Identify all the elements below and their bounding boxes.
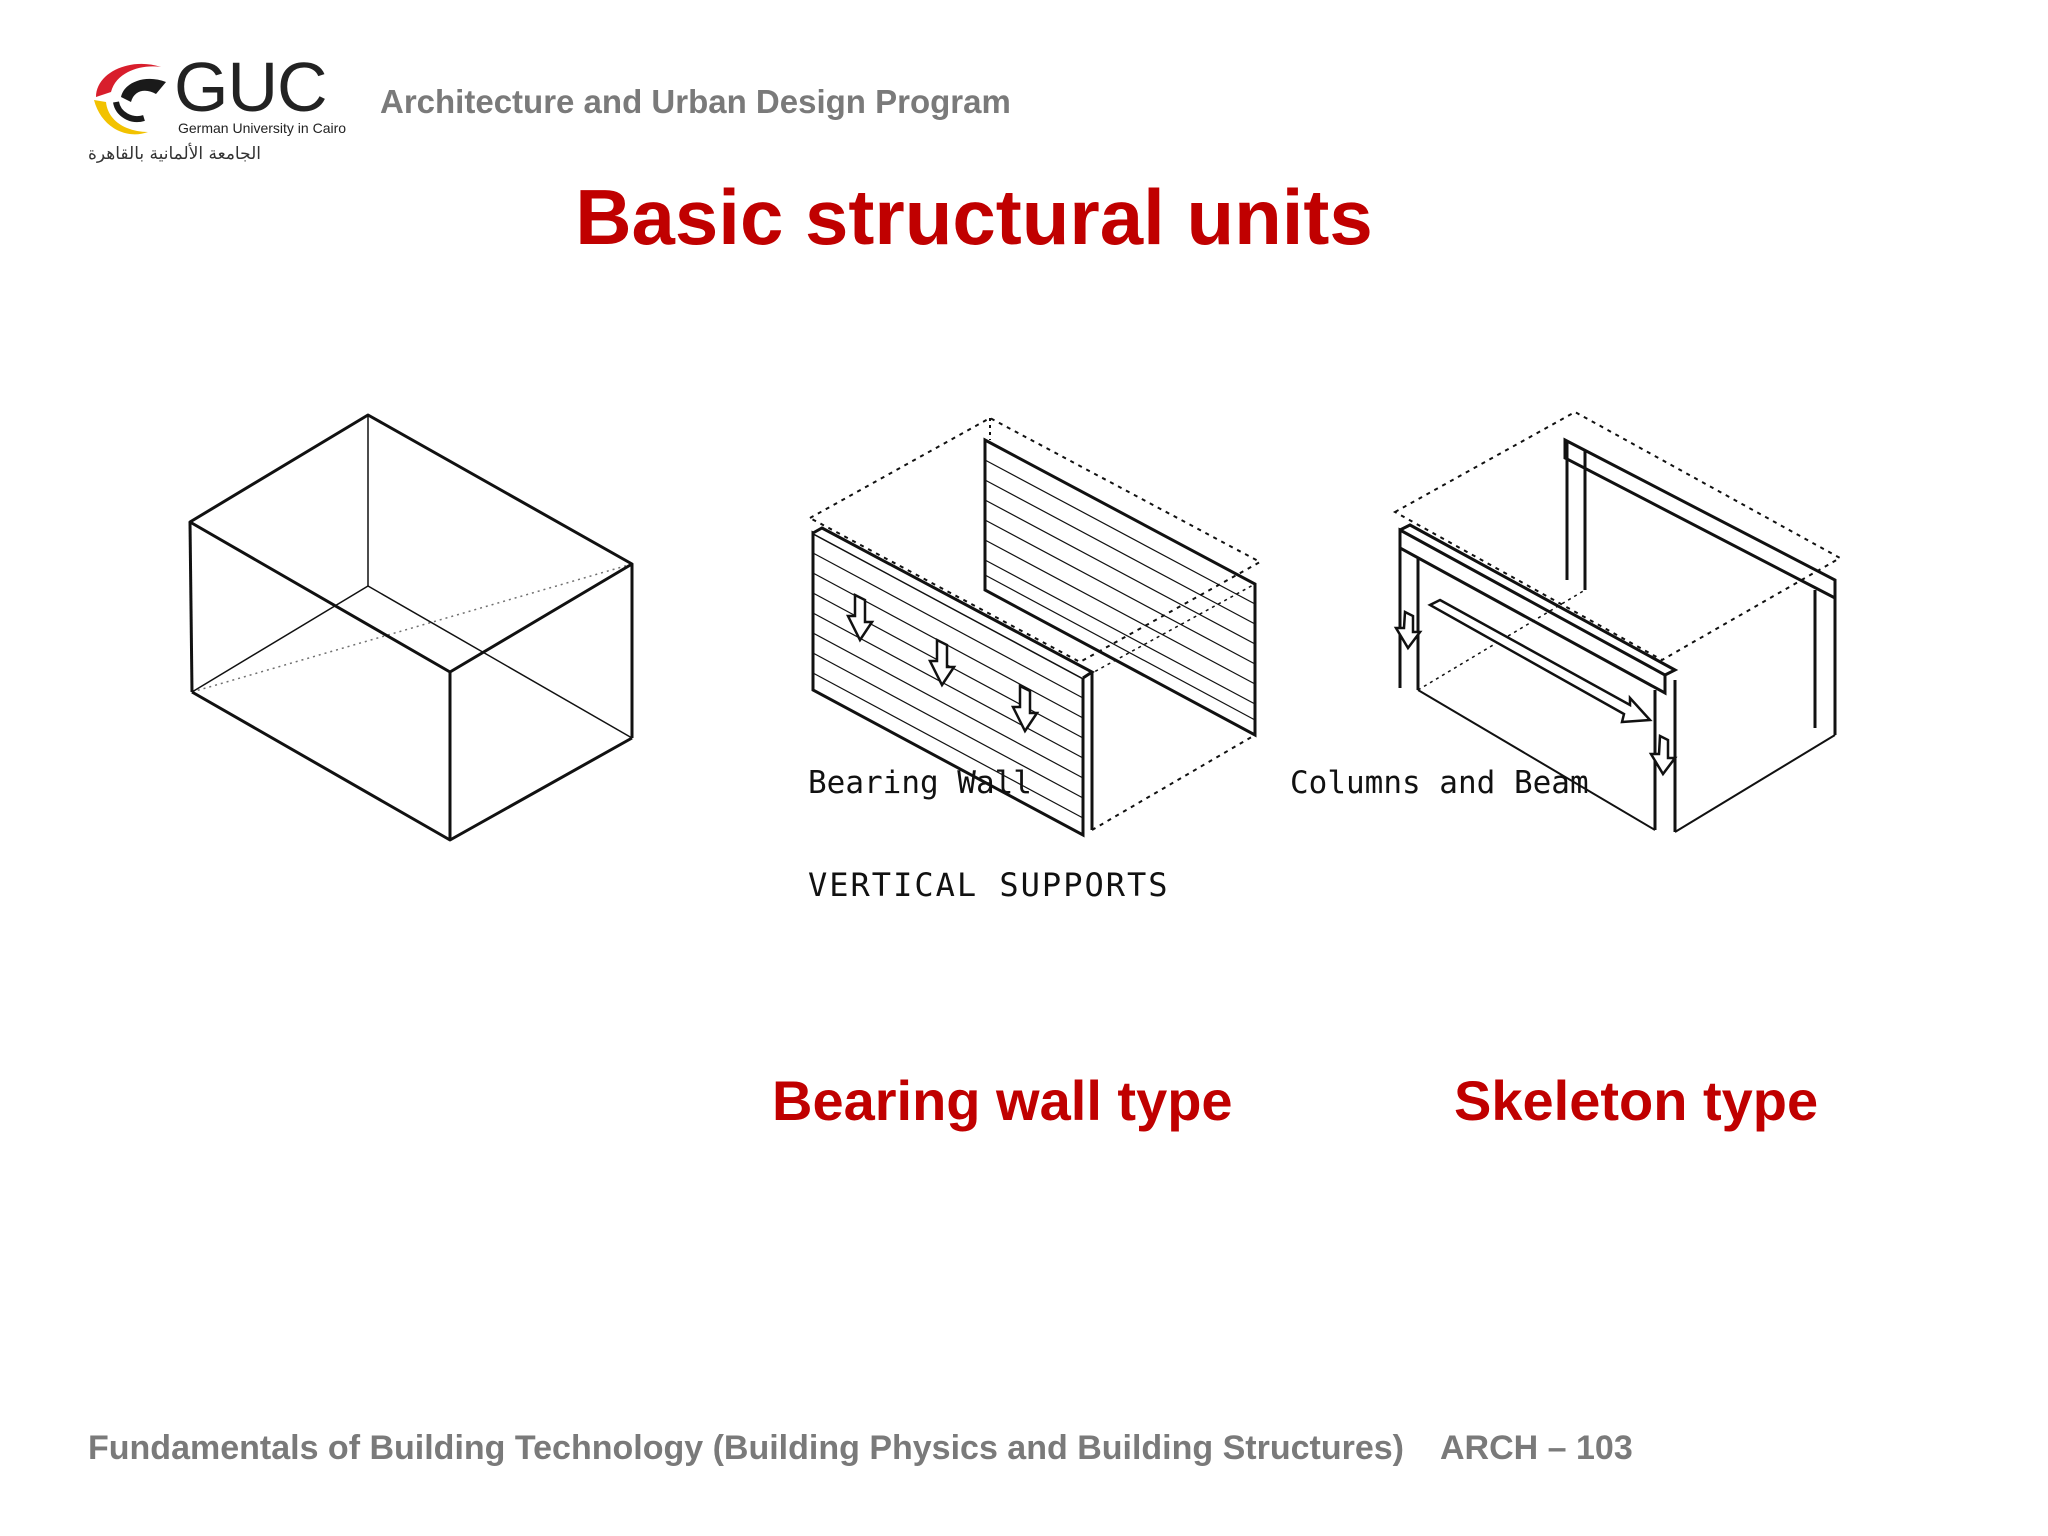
program-name: Architecture and Urban Design Program [380,83,1011,120]
logo-subtitle: German University in Cairo [178,120,347,136]
footer-course-code: ARCH – 103 [1439,1429,1633,1467]
label-vertical-supports: VERTICAL SUPPORTS [808,866,1170,904]
label-columns-beam: Columns and Beam [1290,765,1589,801]
footer-course: Fundamentals of Building Technology (Bui… [88,1429,1404,1467]
guc-logo: GUC German University in Cairo الجامعة ا… [86,48,346,170]
skeleton-sketch [1392,410,1843,833]
slide-title: Basic structural units [575,173,1373,261]
load-arrow-icon [845,592,1040,734]
guc-emblem-icon [94,63,166,135]
label-bearing-wall: Bearing Wall [808,765,1032,801]
logo-wordmark: GUC [174,48,328,126]
box-sketch [188,413,634,842]
logo-arabic: الجامعة الألمانية بالقاهرة [88,144,261,164]
bearing-wall-sketch [807,416,1263,838]
load-arrow-icon [1393,598,1678,777]
caption-bearing-wall-type: Bearing wall type [772,1069,1233,1132]
caption-skeleton-type: Skeleton type [1454,1069,1819,1132]
footer: Fundamentals of Building Technology (Bui… [88,1429,1633,1468]
